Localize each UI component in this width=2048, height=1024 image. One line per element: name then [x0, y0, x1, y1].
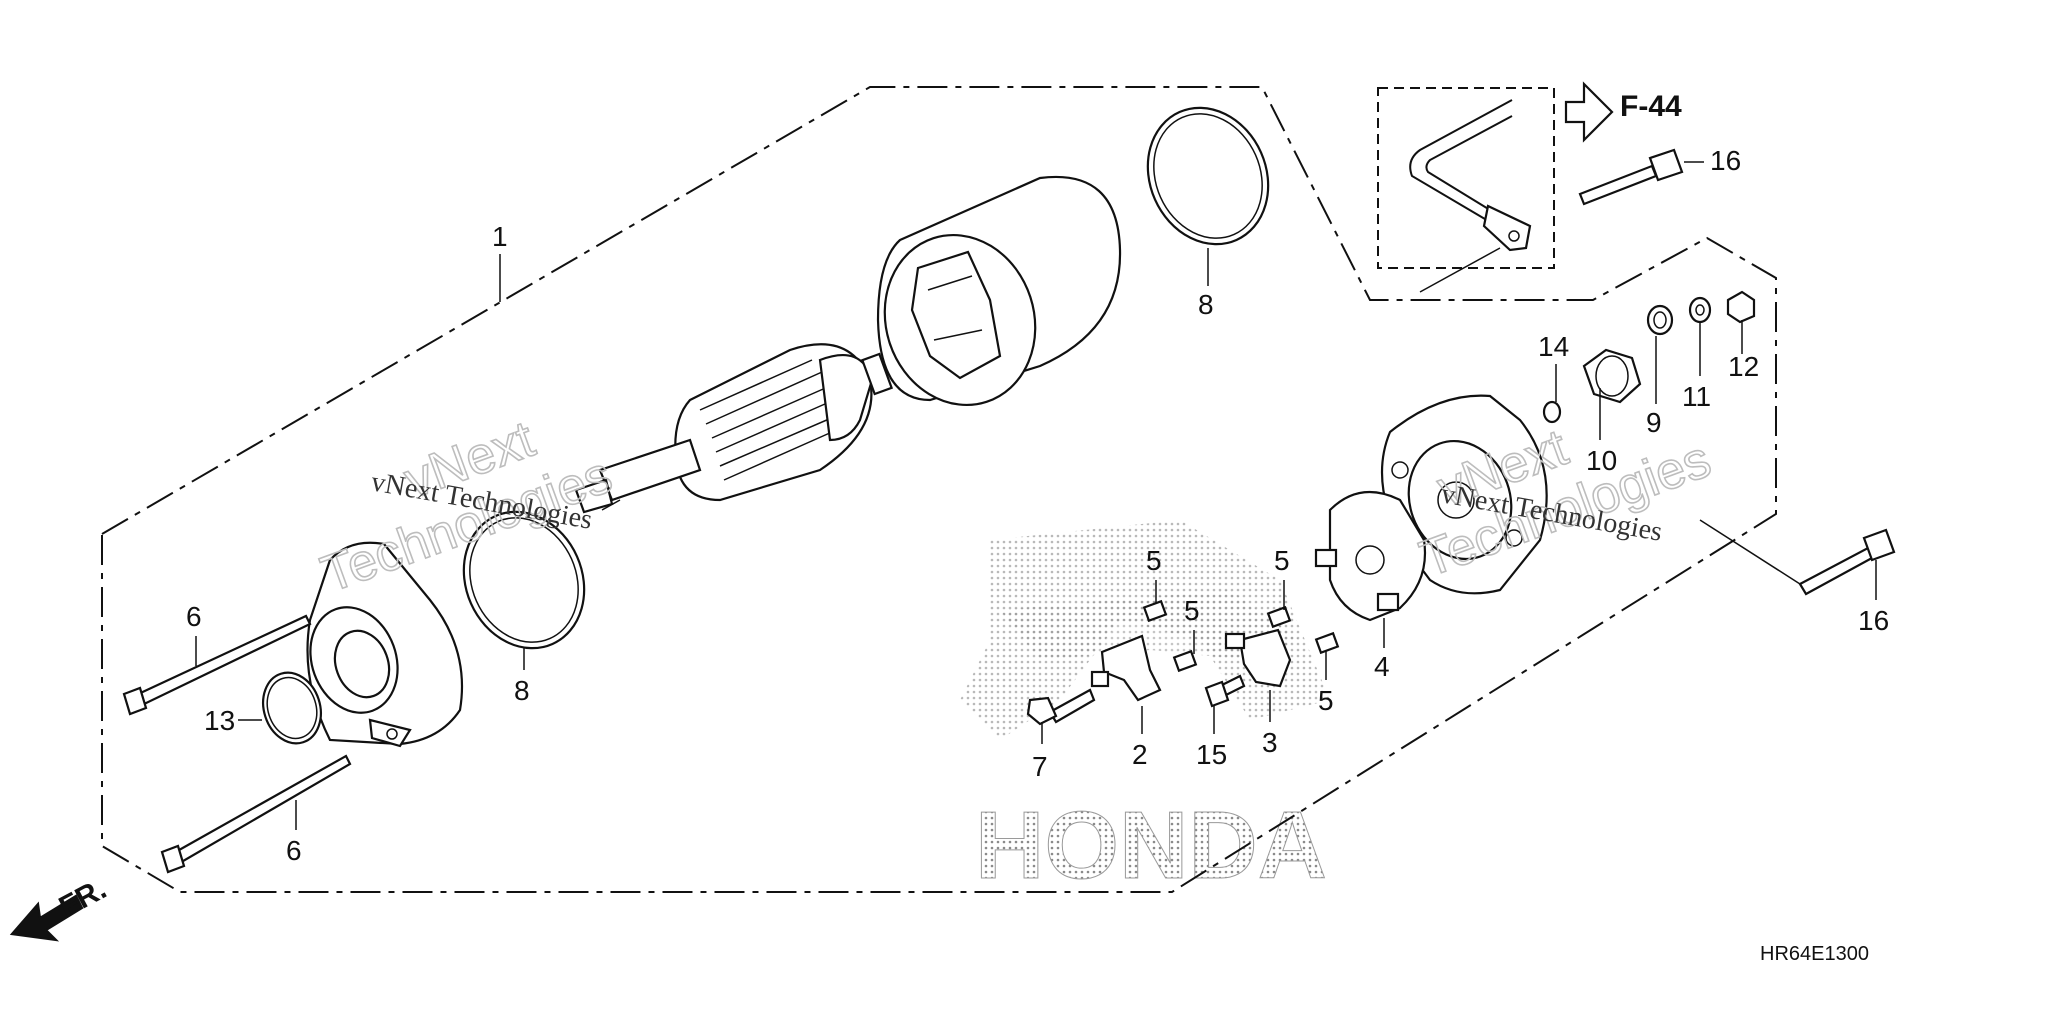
o-ring-large — [1146, 106, 1270, 246]
cable-reference-box — [1377, 87, 1555, 269]
reference-label: F-44 — [1620, 90, 1682, 123]
washer-14 — [1542, 400, 1562, 424]
callout-14: 14 — [1538, 331, 1569, 362]
insulator-9 — [1646, 304, 1674, 336]
armature — [574, 343, 894, 514]
callout-3: 3 — [1262, 727, 1278, 758]
flange-bolt-right — [1798, 528, 1896, 596]
callout-15: 15 — [1196, 739, 1227, 770]
yoke-housing — [876, 175, 1122, 407]
callout-10: 10 — [1586, 445, 1617, 476]
brush-plate-3 — [1224, 628, 1292, 688]
callout-5-d: 5 — [1318, 685, 1334, 716]
callout-12: 12 — [1728, 351, 1759, 382]
through-bolt-top — [122, 614, 312, 716]
washer-11 — [1688, 296, 1712, 324]
front-direction-indicator: FR. — [9, 872, 112, 942]
brush-springs — [1142, 599, 1340, 673]
callout-2: 2 — [1132, 739, 1148, 770]
assembly-outline-dashed — [101, 86, 1777, 893]
callout-1: 1 — [492, 221, 508, 252]
callouts: 1 8 8 6 6 13 7 2 15 3 4 5 5 5 5 14 9 10 … — [186, 145, 1889, 866]
callout-16-right: 16 — [1858, 605, 1889, 636]
callout-11: 11 — [1682, 381, 1711, 412]
callout-9: 9 — [1646, 407, 1662, 438]
nut-12 — [1726, 290, 1756, 324]
drawing-code: HR64E1300 — [1760, 943, 1869, 965]
o-ring-front — [462, 510, 586, 650]
callout-5-b: 5 — [1184, 595, 1200, 626]
callout-8-top: 8 — [1198, 289, 1214, 320]
leader-lines — [195, 161, 1877, 830]
callout-8-front: 8 — [514, 675, 530, 706]
callout-16-top: 16 — [1710, 145, 1741, 176]
o-ring-small — [262, 671, 322, 745]
callout-7: 7 — [1032, 751, 1048, 782]
callout-4: 4 — [1374, 651, 1390, 682]
starter-cable — [1409, 99, 1532, 293]
brush-holder — [1314, 490, 1426, 622]
callout-6-top: 6 — [186, 601, 202, 632]
hex-nut-large — [1582, 348, 1642, 404]
callout-5-c: 5 — [1274, 545, 1290, 576]
screw-7 — [1026, 688, 1096, 726]
callout-13: 13 — [204, 705, 235, 736]
reference-arrow: F-44 — [1564, 81, 1682, 143]
through-bolt-bottom — [160, 754, 352, 874]
front-cover — [306, 541, 464, 748]
honda-logo-watermark: HONDA — [960, 520, 1330, 900]
screw-15 — [1204, 674, 1246, 708]
brush-plate-2 — [1090, 634, 1162, 702]
flange-bolt-top — [1578, 148, 1684, 206]
honda-wordmark: HONDA — [975, 792, 1327, 899]
callout-6-bottom: 6 — [286, 835, 302, 866]
callout-5-a: 5 — [1146, 545, 1162, 576]
